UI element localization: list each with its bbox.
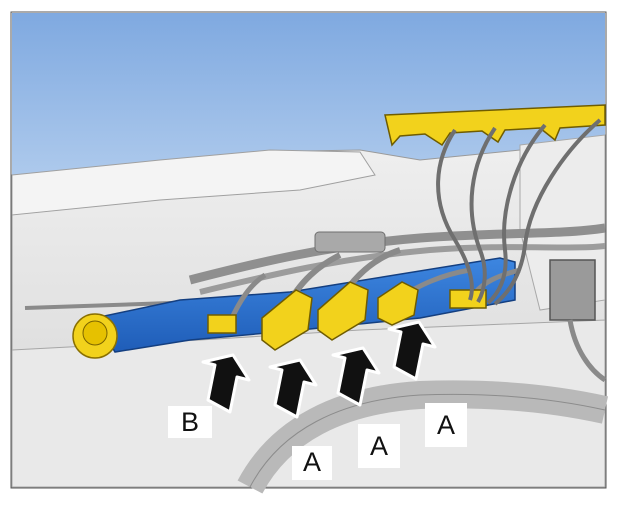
side-connector-block xyxy=(549,259,596,321)
comb-wire-2 xyxy=(469,126,497,304)
connector-a1 xyxy=(261,289,313,351)
lower-hose-outline xyxy=(249,393,606,488)
side-wire xyxy=(567,319,607,383)
callout-label-a1: A xyxy=(292,446,332,480)
callout-label-a2: A xyxy=(358,424,400,468)
connector-a3 xyxy=(377,281,419,326)
arrow-a2 xyxy=(331,346,381,407)
callout-label-b: B xyxy=(168,406,212,438)
comb-wire-4 xyxy=(493,118,602,306)
arrow-a1 xyxy=(268,358,318,419)
callout-label-a3: A xyxy=(425,403,467,447)
upper-trim-panel xyxy=(11,149,376,216)
wire-comb-bracket xyxy=(384,104,606,147)
comb-wire-3 xyxy=(486,123,547,305)
harness-main xyxy=(188,223,606,285)
bolt-head xyxy=(82,320,108,346)
comb-wire-1 xyxy=(436,128,474,301)
connector-b xyxy=(207,314,237,334)
harness-sleeve xyxy=(314,231,386,253)
arrow-b xyxy=(201,353,251,414)
connector-a2 xyxy=(317,281,369,341)
arrow-a3 xyxy=(387,320,437,381)
connector-right xyxy=(449,289,487,309)
